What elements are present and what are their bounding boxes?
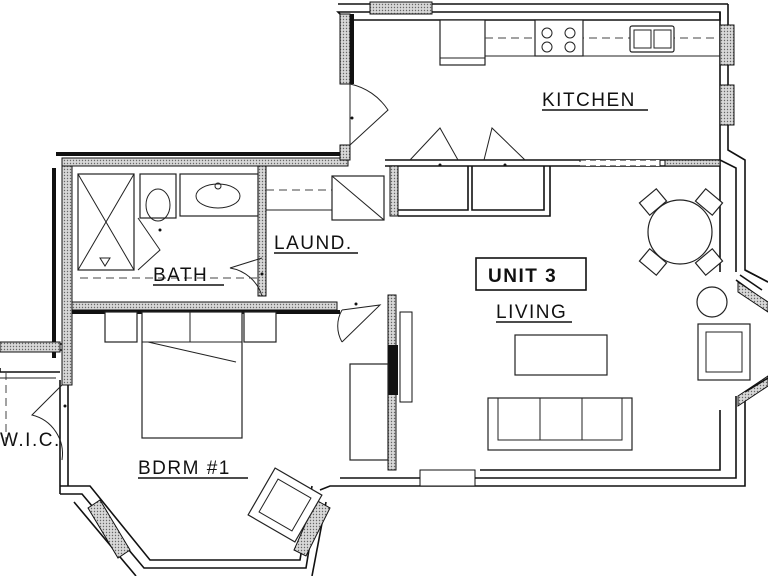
- room-labels: KITCHEN LAUND. BATH UNIT 3 LIVING BDRM #…: [0, 90, 648, 479]
- bay-window-right: [735, 269, 768, 407]
- bath-fixtures: [77, 173, 385, 279]
- doors: [31, 83, 526, 461]
- closet-label: W.I.C.: [0, 430, 61, 451]
- marker-dots: [63, 116, 507, 408]
- exterior-walls: [0, 3, 768, 576]
- kitchen-fixtures: [439, 19, 720, 66]
- kitchen-label: KITCHEN: [542, 90, 636, 111]
- bedroom-label: BDRM #1: [138, 458, 231, 479]
- bay-window-bedroom: [87, 499, 331, 559]
- laundry-label: LAUND.: [274, 233, 353, 254]
- bath-label: BATH: [153, 265, 208, 286]
- unit-label: UNIT 3: [488, 266, 557, 287]
- wic-closet: [0, 372, 56, 450]
- bedroom-furniture: [104, 311, 323, 543]
- living-furniture: [349, 187, 751, 461]
- living-label: LIVING: [496, 302, 567, 323]
